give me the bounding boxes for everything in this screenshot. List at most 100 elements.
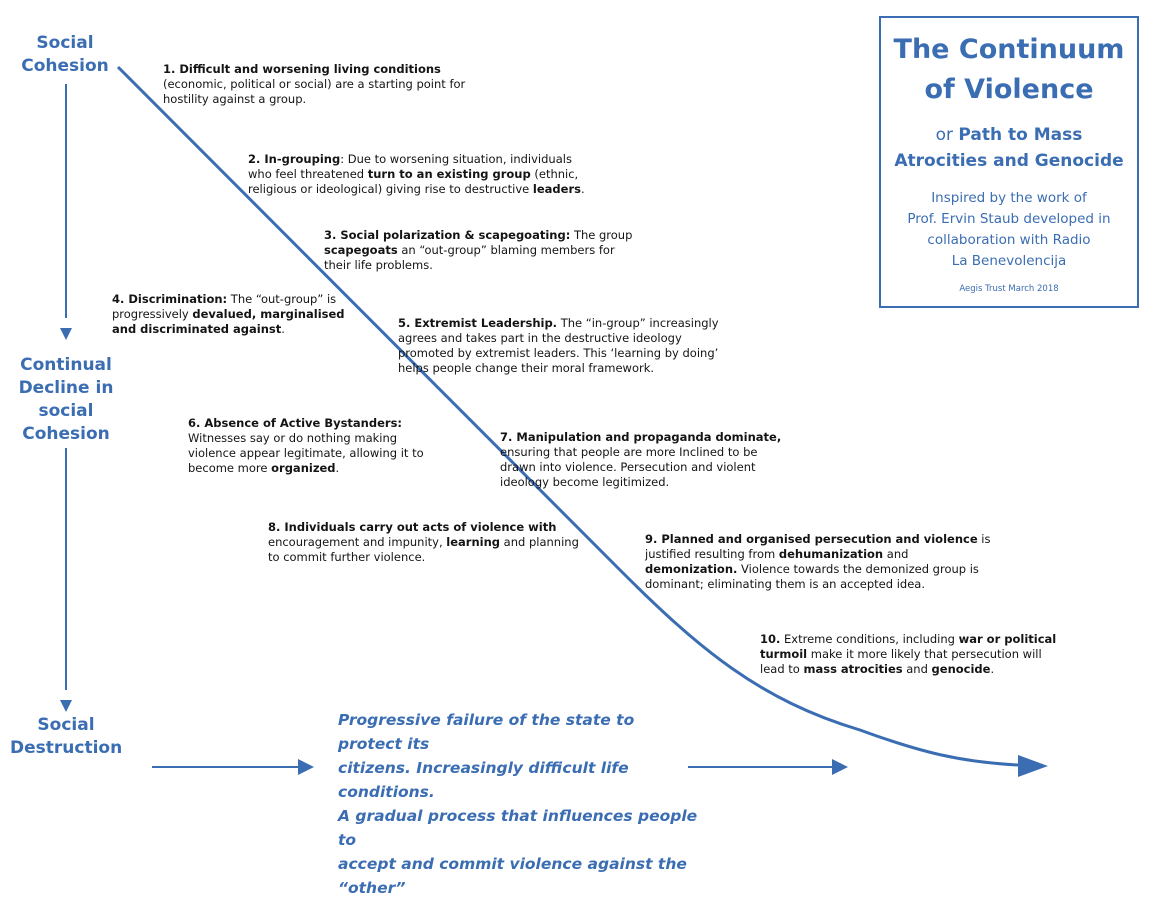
step-line: (economic, political or social) are a st… <box>163 77 465 92</box>
bottom-arrow-left-head <box>298 759 314 775</box>
step-text: . <box>580 182 585 196</box>
step-line: 3. Social polarization & scapegoating: T… <box>324 228 632 243</box>
step-text: justified resulting from <box>645 547 779 561</box>
axis-arrowhead-lower <box>60 700 72 712</box>
step-line: religious or ideological) giving rise to… <box>248 182 585 197</box>
step-text-bold: leaders <box>532 182 581 196</box>
axis-label-social-destruction: Social Destruction <box>10 715 123 758</box>
step-text: The “in-group” increasingly <box>557 316 719 330</box>
step-line: encouragement and impunity, learning and… <box>268 535 579 550</box>
step-text: encouragement and impunity, <box>268 535 447 549</box>
step-1: 1. Difficult and worsening living condit… <box>163 62 465 107</box>
step-line: 2. In-grouping: Due to worsening situati… <box>248 152 585 167</box>
step-line: progressively devalued, marginalised <box>112 307 345 322</box>
vertical-axis <box>60 84 72 712</box>
step-6: 6. Absence of Active Bystanders:Witnesse… <box>188 416 424 476</box>
step-line: scapegoats an “out-group” blaming member… <box>324 243 632 258</box>
step-line: to commit further violence. <box>268 550 579 565</box>
step-line: who feel threatened turn to an existing … <box>248 167 585 182</box>
step-text: become more <box>188 461 272 475</box>
axis-label-social-cohesion: Social Cohesion <box>21 33 109 76</box>
continuum-diagram <box>60 65 1048 777</box>
step-line: 1. Difficult and worsening living condit… <box>163 62 465 77</box>
step-text: The “out-group” is <box>227 292 337 306</box>
step-text-bold: 8. Individuals carry out acts of violenc… <box>268 520 557 534</box>
step-text: progressively <box>112 307 193 321</box>
step-text-bold: devalued, marginalised <box>192 307 345 321</box>
step-5: 5. Extremist Leadership. The “in-group” … <box>398 316 719 376</box>
step-text: and <box>902 662 932 676</box>
step-text-bold: mass atrocities <box>803 662 903 676</box>
step-text-bold: 1. Difficult and worsening living condit… <box>163 62 441 76</box>
step-text: Violence towards the demonized group is <box>737 562 979 576</box>
step-text: lead to <box>760 662 804 676</box>
step-text: . <box>281 322 285 336</box>
step-text: to commit further violence. <box>268 550 426 564</box>
step-text: and <box>883 547 909 561</box>
step-line: ensuring that people are more Inclined t… <box>500 445 781 460</box>
step-line: and discriminated against. <box>112 322 345 337</box>
step-line: hostility against a group. <box>163 92 465 107</box>
step-line: demonization. Violence towards the demon… <box>645 562 990 577</box>
step-line: 4. Discrimination: The “out-group” is <box>112 292 345 307</box>
step-line: lead to mass atrocities and genocide. <box>760 662 1056 677</box>
bottom-arrows <box>152 759 848 775</box>
step-text-bold: dehumanization <box>778 547 884 561</box>
step-text: promoted by extremist leaders. This ‘lea… <box>398 346 719 360</box>
step-text: make it more likely that persecution wil… <box>807 647 1042 661</box>
step-text: is <box>977 532 991 546</box>
step-text: : Due to worsening situation, individual… <box>340 152 572 166</box>
subtitle: or Path to Mass Atrocities and Genocide <box>894 125 1124 171</box>
step-line: 6. Absence of Active Bystanders: <box>188 416 424 431</box>
step-line: agrees and takes part in the destructive… <box>398 331 719 346</box>
step-text-bold: and discriminated against <box>112 322 282 336</box>
decline-curve <box>116 65 1019 767</box>
step-line: justified resulting from dehumanization … <box>645 547 990 562</box>
step-text-bold: 6. Absence of Active Bystanders: <box>188 416 403 430</box>
page-title: The Continuum of Violence <box>893 34 1125 105</box>
step-text-bold: 9. Planned and organised persecution and… <box>645 532 978 546</box>
step-line: helps people change their moral framewor… <box>398 361 719 376</box>
step-text: their life problems. <box>324 258 433 272</box>
step-line: 8. Individuals carry out acts of violenc… <box>268 520 579 535</box>
step-text-bold: 7. Manipulation and propaganda dominate, <box>500 430 782 444</box>
axis-arrowhead-upper <box>60 328 72 340</box>
step-line: promoted by extremist leaders. This ‘lea… <box>398 346 719 361</box>
step-text: (ethnic, <box>530 167 579 181</box>
step-text: violence appear legitimate, allowing it … <box>188 446 424 460</box>
step-line: Witnesses say or do nothing making <box>188 431 424 446</box>
step-line: violence appear legitimate, allowing it … <box>188 446 424 461</box>
step-text: drawn into violence. Persecution and vio… <box>500 460 756 474</box>
step-text: and planning <box>500 535 579 549</box>
step-text-bold: scapegoats <box>324 243 398 257</box>
step-text: hostility against a group. <box>163 92 307 106</box>
step-text: helps people change their moral framewor… <box>398 361 655 375</box>
step-text: who feel threatened <box>248 167 368 181</box>
step-line: drawn into violence. Persecution and vio… <box>500 460 781 475</box>
step-text: Witnesses say or do nothing making <box>188 431 398 445</box>
step-line: dominant; eliminating them is an accepte… <box>645 577 990 592</box>
step-text-bold: 4. Discrimination: <box>112 292 228 306</box>
bottom-arrow-right-head <box>832 759 848 775</box>
step-text-bold: turn to an existing group <box>367 167 531 181</box>
bottom-note: Progressive failure of the state to prot… <box>338 711 698 897</box>
step-text: . <box>990 662 995 676</box>
step-line: turmoil make it more likely that persecu… <box>760 647 1056 662</box>
step-text-bold: 10. <box>760 632 781 646</box>
step-line: become more organized. <box>188 461 424 476</box>
step-text-bold: learning <box>446 535 501 549</box>
step-10: 10. Extreme conditions, including war or… <box>760 632 1056 677</box>
axis-label-continual-decline: Continual Decline in social Cohesion <box>18 355 114 444</box>
step-text: ideology become legitimized. <box>500 475 670 489</box>
step-text-bold: 3. Social polarization & scapegoating: <box>324 228 571 242</box>
step-line: 9. Planned and organised persecution and… <box>645 532 990 547</box>
step-2: 2. In-grouping: Due to worsening situati… <box>248 152 585 197</box>
step-text: The group <box>570 228 633 242</box>
step-8: 8. Individuals carry out acts of violenc… <box>268 520 579 565</box>
inspired-by-text: Inspired by the work of Prof. Ervin Stau… <box>907 190 1111 269</box>
step-line: ideology become legitimized. <box>500 475 781 490</box>
step-line: 10. Extreme conditions, including war or… <box>760 632 1056 647</box>
step-text: dominant; eliminating them is an accepte… <box>645 577 925 591</box>
step-text: ensuring that people are more Inclined t… <box>500 445 758 459</box>
